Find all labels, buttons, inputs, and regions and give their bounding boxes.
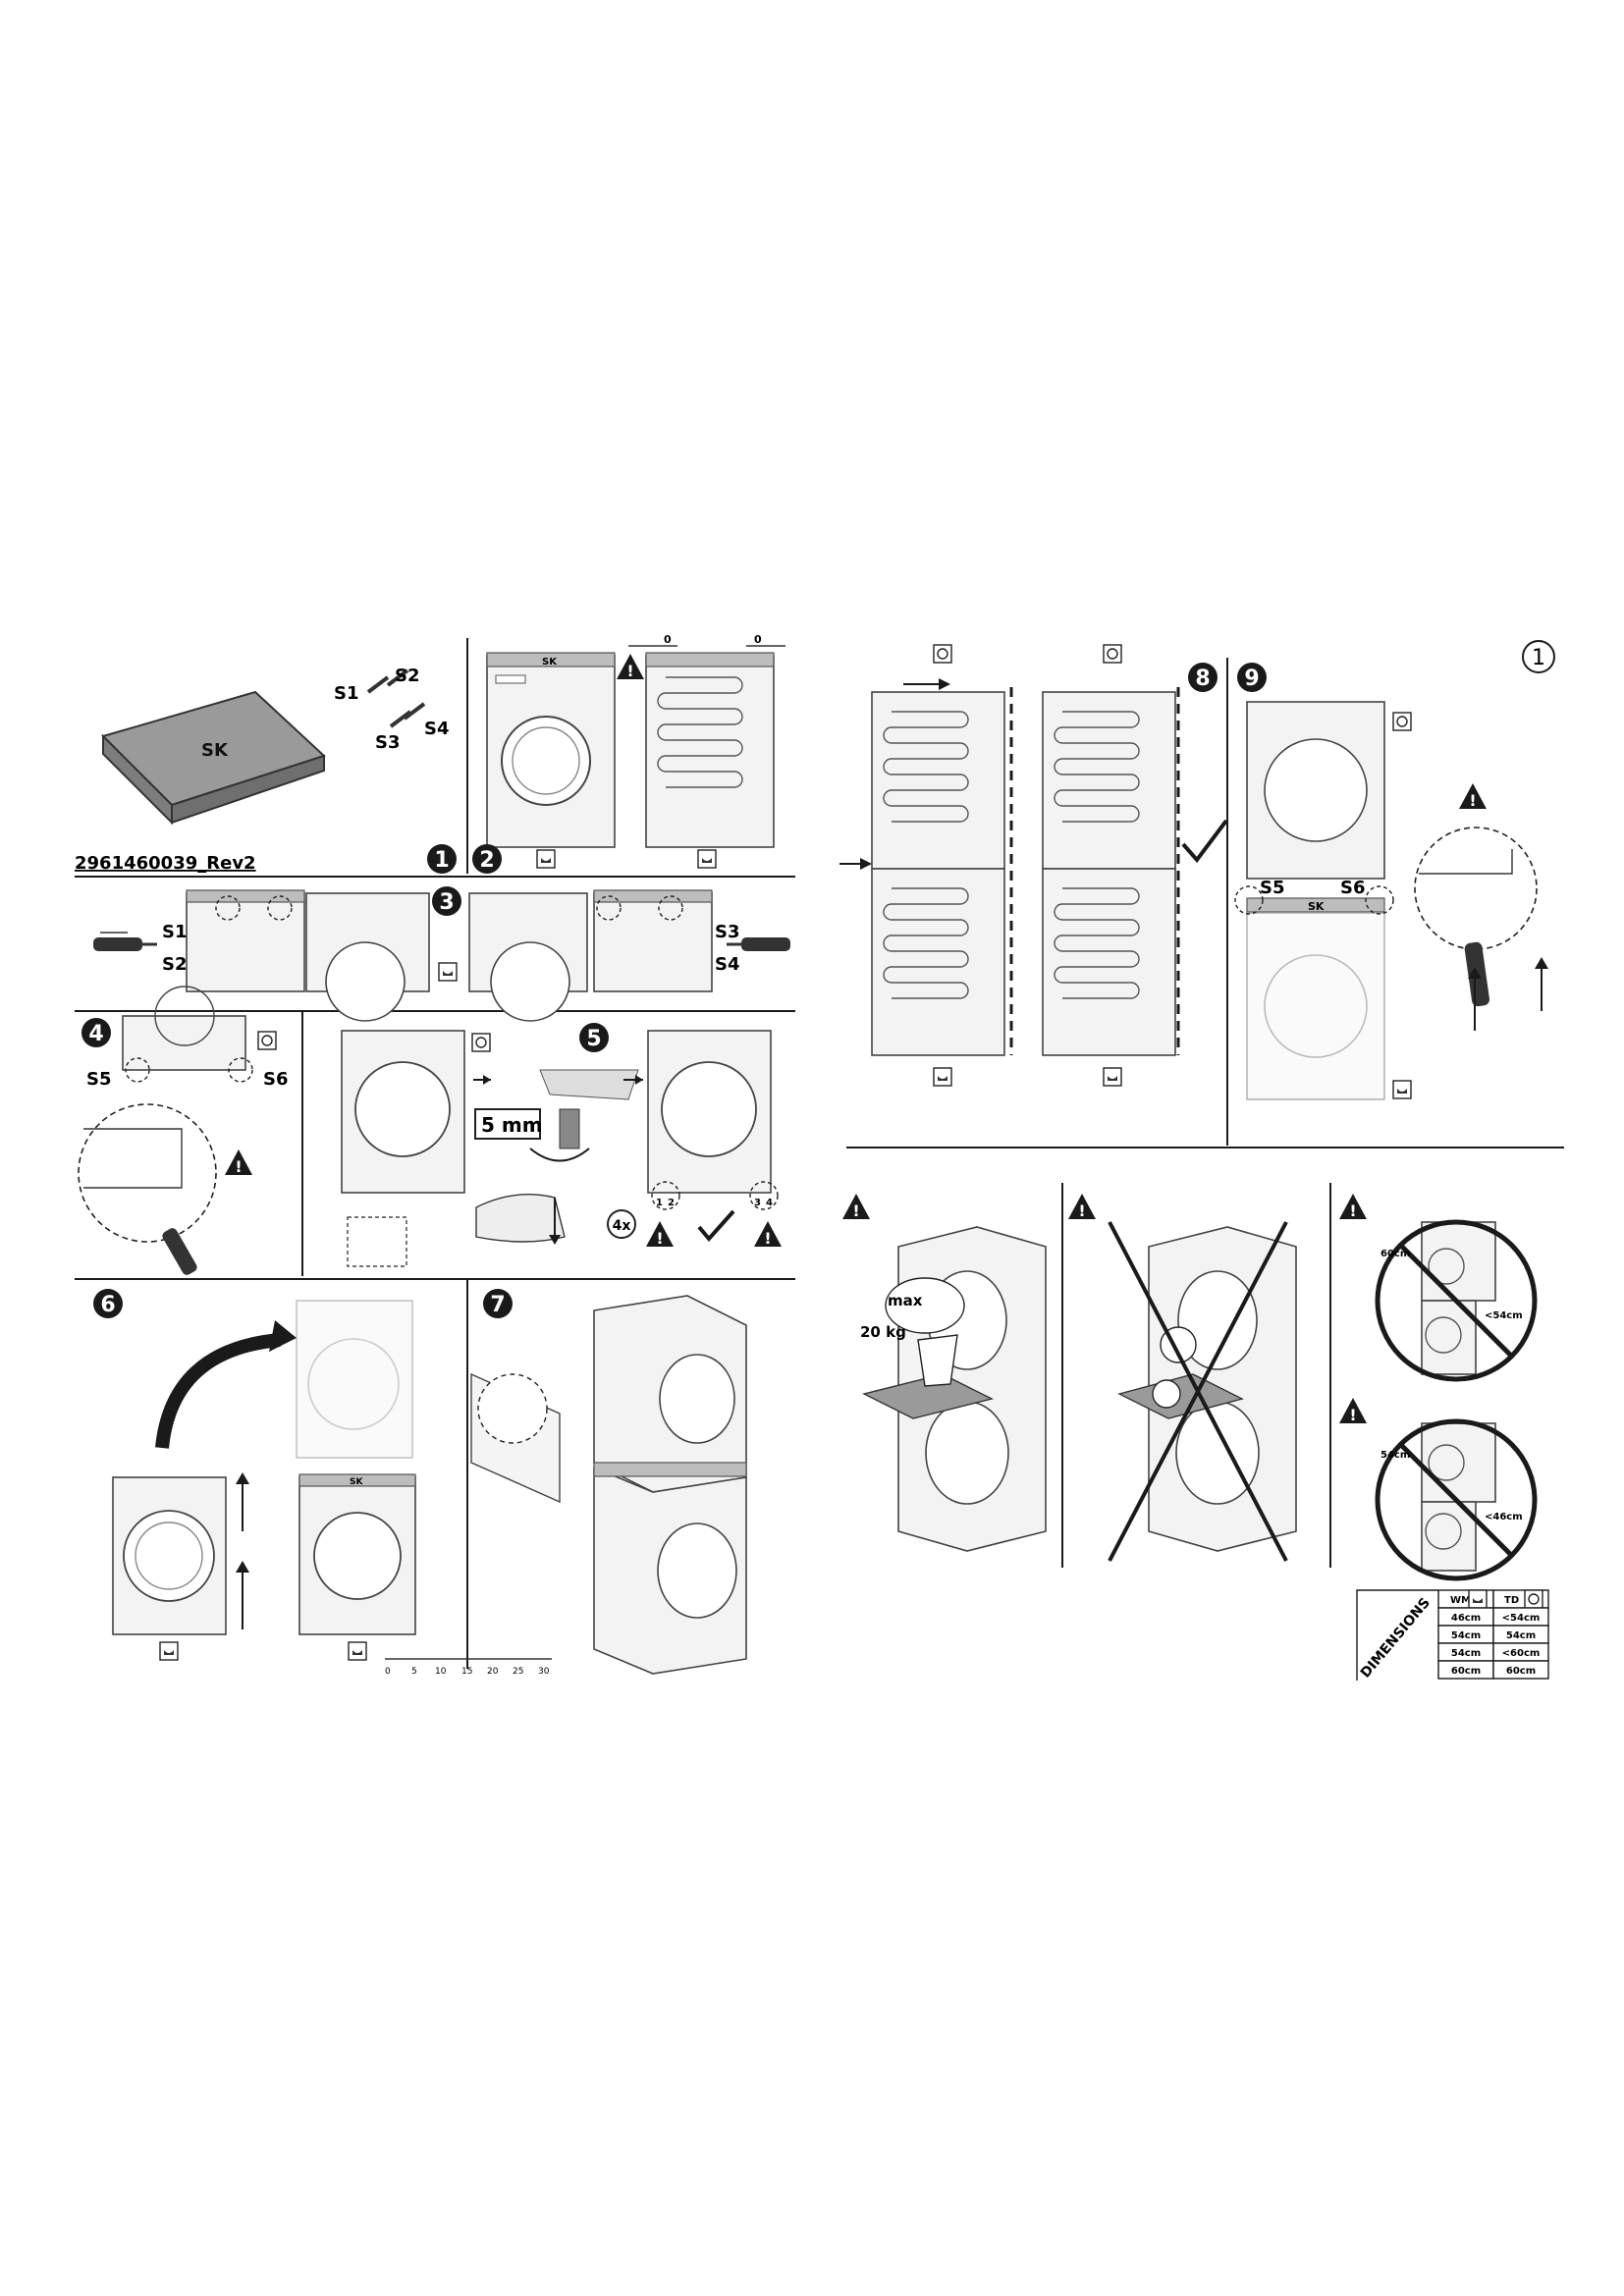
- gap-zero-left: 0: [664, 633, 672, 646]
- foot-label-4: 4: [766, 1198, 773, 1208]
- step-badge-3: 3: [432, 886, 461, 916]
- depth-rule-1-bottom: <54cm: [1485, 1310, 1523, 1321]
- svg-text:5: 5: [586, 1027, 601, 1051]
- step2-kit-label: SK: [542, 657, 558, 667]
- dim-row-1-wm: 46cm: [1451, 1613, 1481, 1624]
- load-max-label: max: [888, 1292, 923, 1309]
- depth-rule-2-top: 54cm: [1380, 1450, 1410, 1461]
- stacking-kit-illustration: SK: [101, 690, 326, 826]
- step-badge-7: 7: [483, 1289, 513, 1318]
- dim-row-2-td: 54cm: [1506, 1630, 1536, 1641]
- foot-label-1: 1: [656, 1198, 663, 1208]
- step2-illustration: SK 0 0: [486, 633, 785, 869]
- ruler-tick-5: 5: [411, 1667, 417, 1677]
- svg-text:6: 6: [100, 1293, 115, 1317]
- ruler-tick-30: 30: [538, 1667, 550, 1677]
- svg-text:4: 4: [88, 1022, 103, 1046]
- step4-s6-label: S6: [263, 1069, 289, 1090]
- step5-illustration: 5 mm 1 2 3 4 4x: [341, 1030, 782, 1267]
- step9-kit-label: SK: [1308, 900, 1325, 913]
- screw-s3-label: S3: [375, 732, 401, 753]
- foot-count: 4x: [613, 1218, 631, 1234]
- dim-row-1-td: <54cm: [1502, 1613, 1541, 1624]
- svg-text:9: 9: [1244, 667, 1259, 691]
- step9-s5-label: S5: [1260, 878, 1285, 898]
- step6-kit-label: SK: [350, 1477, 363, 1487]
- warning-depth-panel-1: 60cm <54cm: [1339, 1194, 1538, 1382]
- screw-s1-label: S1: [334, 683, 359, 704]
- dim-row-3-wm: 54cm: [1451, 1648, 1481, 1659]
- depth-rule-1-top: 60cm: [1380, 1249, 1410, 1259]
- step-badge-9: 9: [1237, 663, 1267, 692]
- step3-s2-label: S2: [162, 954, 188, 975]
- step8-illustration: [839, 644, 1228, 1087]
- step9-illustration: SK S5 S6: [1234, 701, 1548, 1100]
- step4-s5-label: S5: [86, 1069, 112, 1090]
- step-badge-2: 2: [472, 844, 502, 874]
- step3-s4-label: S4: [715, 954, 740, 975]
- svg-text:1: 1: [434, 848, 449, 873]
- screw-s4-label: S4: [424, 719, 450, 739]
- screws-illustration: S1 S2 S3 S4: [334, 666, 450, 753]
- load-weight-label: 20 kg: [860, 1323, 906, 1341]
- ruler-tick-15: 15: [461, 1667, 472, 1677]
- step6-illustration: SK: [112, 1300, 416, 1661]
- screw-s2-label: S2: [395, 666, 420, 686]
- dimensions-table: DIMENSIONS WM TD 46cm <54cm 54cm 54cm 54…: [1356, 1589, 1549, 1682]
- warning-load-panel: max 20 kg: [842, 1194, 1047, 1552]
- dim-row-4-wm: 60cm: [1451, 1666, 1481, 1677]
- svg-text:2: 2: [479, 848, 494, 873]
- check-mark-icon: [697, 1209, 735, 1243]
- dim-row-3-td: <60cm: [1502, 1648, 1541, 1659]
- svg-text:3: 3: [439, 890, 454, 915]
- step3-illustration: S1 S2 S3 S4: [93, 889, 790, 1022]
- svg-text:8: 8: [1195, 667, 1210, 691]
- ruler: 0 5 10 15 20 25 30: [385, 1658, 552, 1677]
- step4-illustration: S5 S6: [78, 986, 289, 1275]
- ruler-tick-25: 25: [513, 1667, 523, 1677]
- step9-s6-label: S6: [1340, 878, 1366, 898]
- step3-s1-label: S1: [162, 922, 188, 942]
- gap-zero-right: 0: [754, 633, 762, 646]
- warning-no-sitting-panel: [1068, 1194, 1297, 1562]
- dim-row-4-td: 60cm: [1506, 1666, 1536, 1677]
- step-badge-5: 5: [579, 1023, 609, 1052]
- step-badge-6: 6: [93, 1289, 123, 1318]
- dim-header-wm: WM: [1450, 1595, 1471, 1606]
- ruler-tick-0: 0: [385, 1667, 391, 1677]
- warning-depth-panel-2: 54cm <46cm: [1339, 1398, 1538, 1581]
- doc-code: 2961460039_Rev2: [75, 853, 256, 874]
- page-number-circle: [1522, 640, 1555, 673]
- step-badge-1: 1: [427, 844, 457, 874]
- depth-rule-2-bottom: <46cm: [1485, 1512, 1523, 1522]
- foot-adjust-label: 5 mm: [481, 1113, 543, 1137]
- dim-row-2-wm: 54cm: [1451, 1630, 1481, 1641]
- foot-label-2: 2: [668, 1198, 675, 1208]
- step-badge-8: 8: [1188, 663, 1218, 692]
- page-number: 1: [1532, 646, 1545, 670]
- ruler-tick-20: 20: [487, 1667, 499, 1677]
- step7-illustration: [470, 1295, 747, 1675]
- foot-label-3: 3: [754, 1198, 761, 1208]
- dim-header-td: TD: [1504, 1595, 1519, 1606]
- check-mark-icon: [1181, 819, 1228, 864]
- step-badge-4: 4: [81, 1018, 111, 1047]
- step3-s3-label: S3: [715, 922, 740, 942]
- ruler-tick-10: 10: [435, 1667, 447, 1677]
- kit-label: SK: [201, 740, 229, 761]
- svg-text:7: 7: [490, 1293, 505, 1317]
